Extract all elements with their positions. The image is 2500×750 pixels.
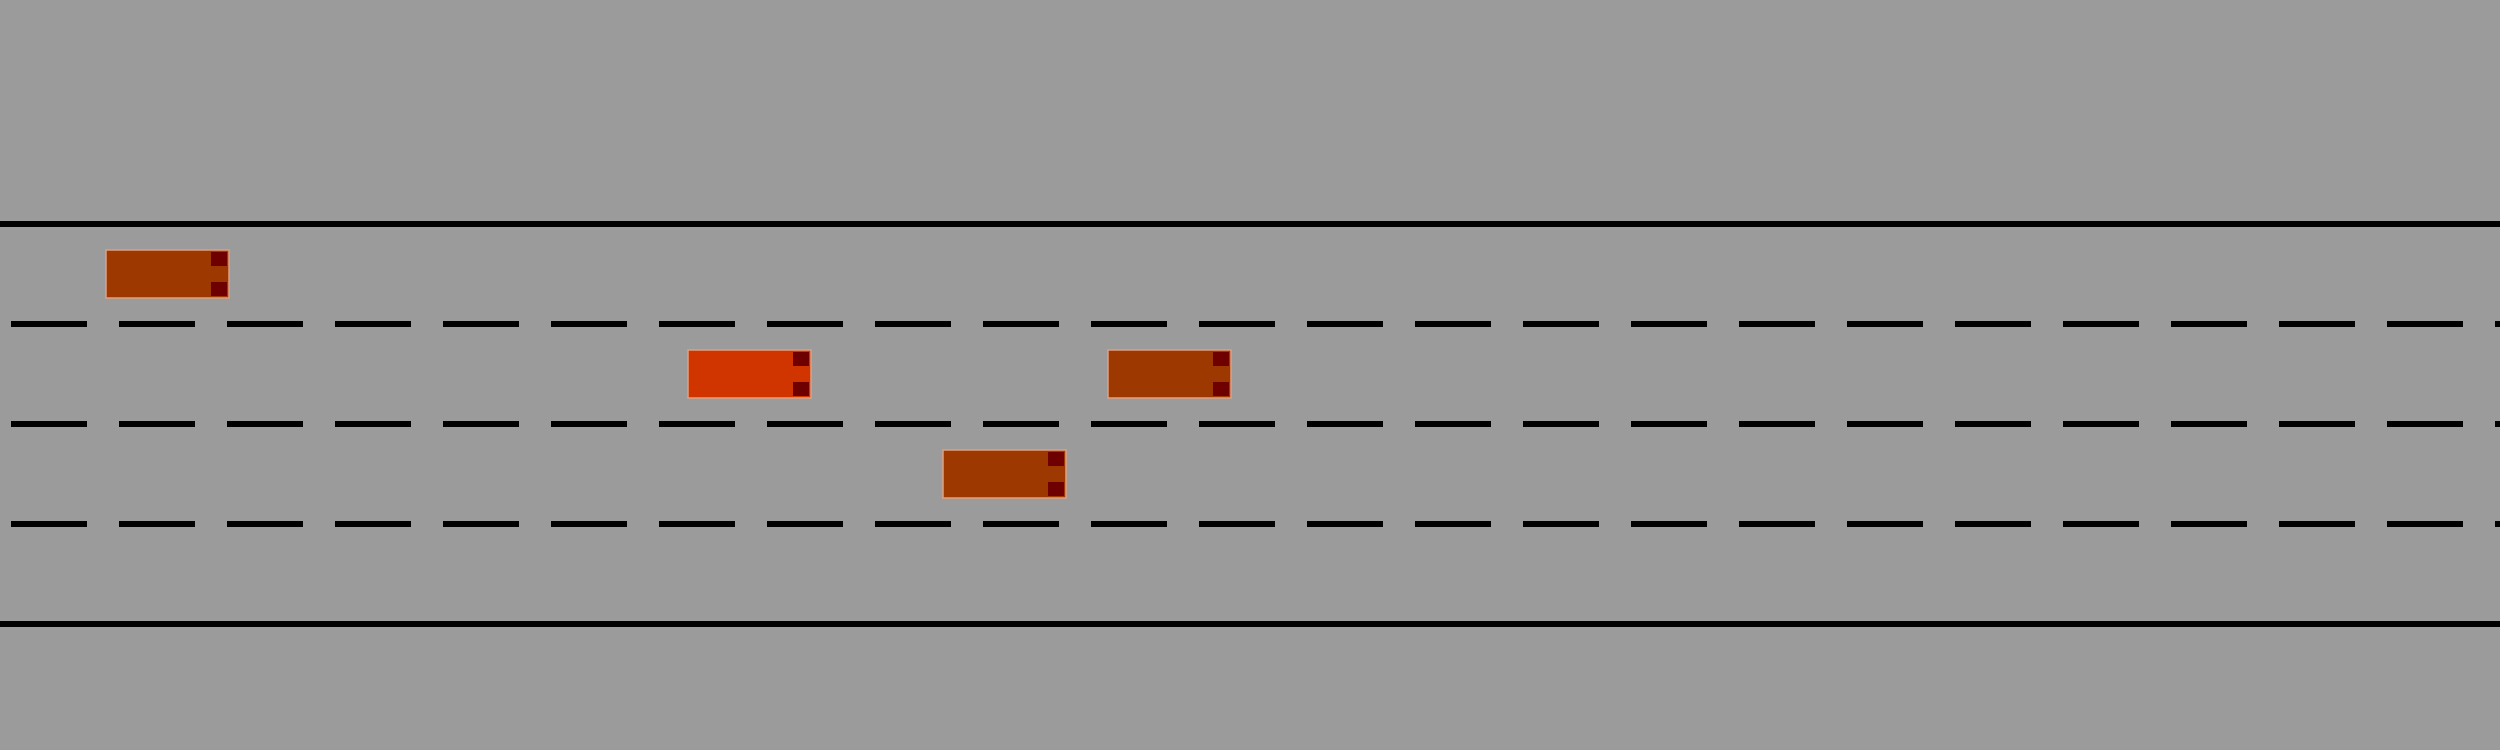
vehicle-light-left — [1048, 452, 1064, 466]
vehicle-light-right — [1048, 482, 1064, 496]
vehicle-lane1 — [105, 249, 230, 299]
vehicle-light-left — [1213, 352, 1229, 366]
vehicle-light-left — [211, 252, 227, 266]
vehicle-body — [687, 349, 812, 399]
vehicle-lane2-ahead — [1107, 349, 1232, 399]
ego-vehicle — [687, 349, 812, 399]
vehicle-lane3 — [942, 449, 1067, 499]
vehicle-body — [942, 449, 1067, 499]
vehicles — [105, 249, 1232, 499]
vehicle-body — [1107, 349, 1232, 399]
vehicle-light-left — [793, 352, 809, 366]
vehicle-light-right — [211, 282, 227, 296]
lane-markings — [0, 221, 2500, 627]
vehicle-light-right — [793, 382, 809, 396]
vehicle-light-right — [1213, 382, 1229, 396]
vehicle-body — [105, 249, 230, 299]
